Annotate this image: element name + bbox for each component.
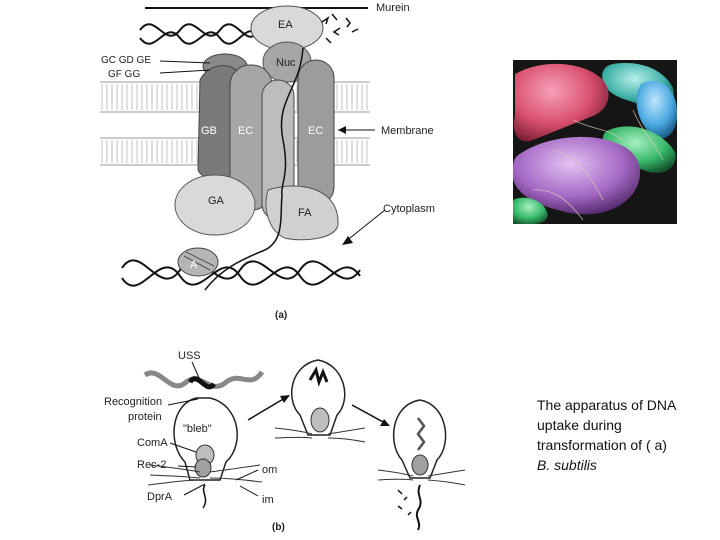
cell-1-dna-tail	[202, 484, 207, 509]
label-ec-left: EC	[238, 125, 253, 137]
cell-3-envelope	[392, 399, 447, 479]
dna-strand	[204, 47, 304, 291]
cytoplasm-pointer	[344, 209, 386, 243]
arrow-1	[247, 397, 286, 421]
label-protein: protein	[128, 411, 162, 423]
panel-label-b: (b)	[272, 522, 285, 533]
cell-1-membranes	[147, 464, 263, 486]
label-gb: GB	[201, 125, 217, 137]
ga-protein	[174, 174, 256, 236]
cell-2-dna	[308, 366, 329, 387]
label-fa: FA	[298, 207, 312, 219]
panel-label-a: (a)	[275, 310, 287, 321]
a-protein	[177, 247, 219, 277]
label-membrane: Membrane	[381, 125, 434, 137]
label-dpra: DprA	[147, 491, 173, 503]
cell-3-protein	[411, 454, 429, 476]
label-murein: Murein	[376, 2, 410, 14]
diagram-a: Murein Membrane Cytoplasm EA Nuc GC GD G…	[100, 2, 435, 321]
cell-2-protein	[310, 407, 330, 433]
label-cytoplasm: Cytoplasm	[383, 203, 435, 215]
label-ga: GA	[208, 195, 225, 207]
bacterium-pink	[513, 63, 609, 142]
dna-fragments	[321, 13, 359, 44]
arrow-2	[351, 404, 386, 424]
cell-3-dna	[416, 417, 426, 451]
dna-top	[139, 23, 259, 38]
figure-caption: The apparatus of DNA uptake during trans…	[537, 395, 712, 475]
label-coma: ComA	[137, 437, 168, 449]
label-bleb: "bleb"	[183, 423, 212, 435]
gc-pointer	[159, 60, 211, 64]
diagram-b: USS Recognition protein "bleb" ComA Rec-…	[104, 350, 466, 533]
label-ea: EA	[278, 19, 293, 31]
cell-3-fragments	[397, 489, 412, 516]
cytoplasm-arrowhead	[342, 236, 353, 245]
label-im: im	[262, 494, 274, 506]
bacterium-purple	[513, 136, 641, 215]
dna-top-2	[139, 30, 259, 45]
arrow-1-head	[280, 395, 290, 403]
bacteria-micrograph	[513, 60, 677, 224]
bacterium-green-small	[513, 197, 548, 224]
gf-pointer	[159, 69, 211, 74]
dna-bottom	[121, 259, 361, 280]
cell-3-dna-tail	[415, 484, 422, 531]
bacterium-green	[602, 126, 676, 173]
label-om: om	[262, 464, 277, 476]
label-ec-right: EC	[308, 125, 323, 137]
dna-bottom-2	[121, 266, 361, 287]
cell-2-envelope	[291, 359, 346, 436]
label-gc-gd-ge: GC GD GE	[101, 55, 151, 66]
arrow-2-head	[380, 419, 390, 426]
rec2-protein	[194, 458, 212, 478]
micrograph-fibers	[532, 109, 664, 221]
label-rec2: Rec-2	[137, 459, 166, 471]
label-uss: USS	[178, 350, 201, 362]
label-a: A	[190, 259, 198, 271]
bacterium-blue	[636, 81, 677, 139]
label-gf-gg: GF GG	[108, 69, 140, 80]
label-recognition: Recognition	[104, 396, 162, 408]
membrane-arrowhead	[338, 126, 346, 134]
label-nuc: Nuc	[276, 57, 296, 69]
caption-line-1: The apparatus of DNA uptake during trans…	[537, 397, 676, 453]
fa-protein	[265, 185, 339, 241]
caption-line-2: B. subtilis	[537, 457, 597, 473]
uss-dna-dark	[187, 376, 217, 390]
cell-1-envelope	[173, 397, 238, 481]
